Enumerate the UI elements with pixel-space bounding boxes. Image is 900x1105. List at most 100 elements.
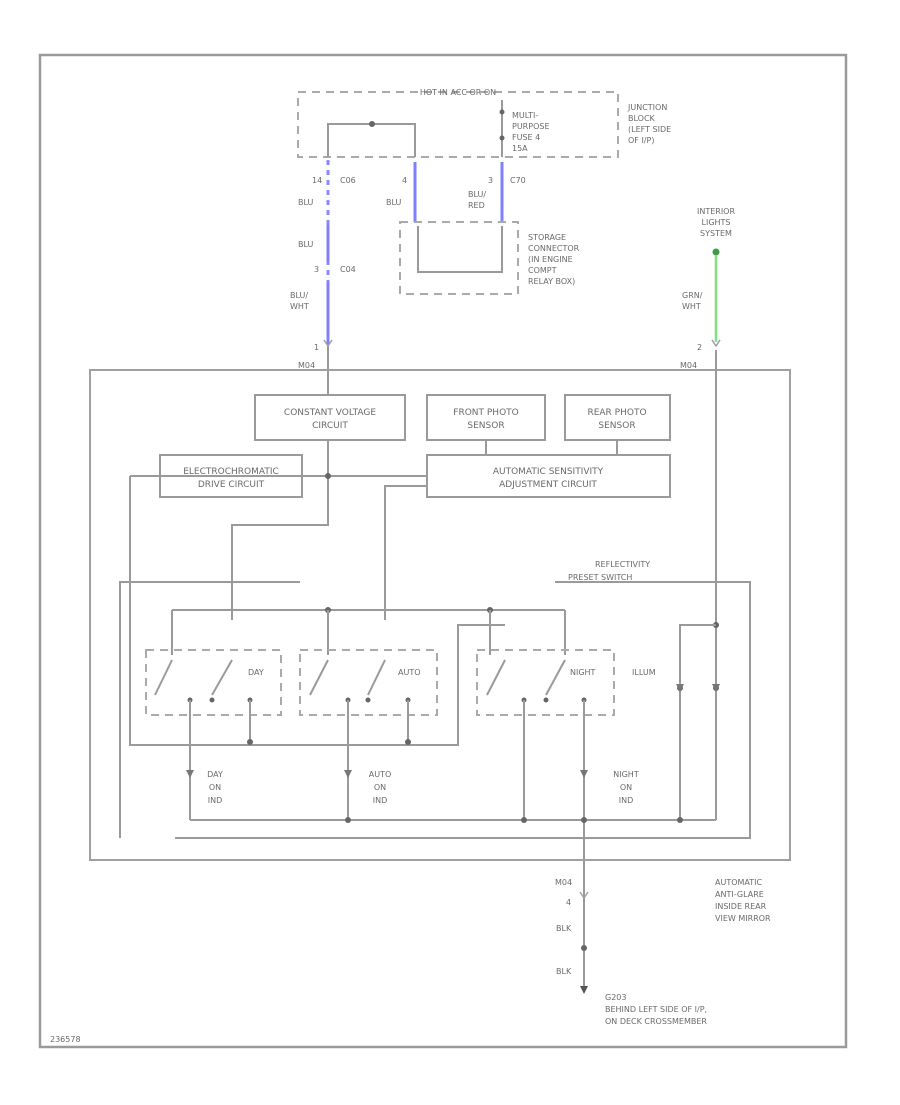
constant-voltage-box: [254, 394, 406, 441]
bus-splice-illum: [677, 817, 683, 823]
auto-ind-2: ON: [374, 783, 386, 792]
day-switch: DAY: [145, 649, 282, 716]
bus-splice-ground: [581, 817, 587, 823]
night-switch: NIGHT: [476, 649, 615, 716]
bus-splice-auto: [345, 817, 351, 823]
pin-2: 2: [697, 343, 702, 352]
night-led-icon: [580, 770, 588, 778]
rear-photo-sensor: REAR PHOTO SENSOR: [564, 394, 671, 441]
junction-internal-wire: [327, 123, 416, 157]
switch-title-2: PRESET SWITCH: [568, 573, 632, 582]
night-ind-3: IND: [619, 796, 634, 805]
wire-blk-1: BLK: [556, 924, 572, 933]
ground-splice: [581, 945, 587, 951]
fuse-label-3: FUSE 4: [512, 133, 540, 142]
rear-photo-label-1: REAR PHOTO: [587, 408, 646, 418]
front-photo-label-2: SENSOR: [467, 421, 504, 431]
night-switch-outline: [476, 649, 615, 716]
junction-label-2: BLOCK: [628, 114, 656, 123]
junction-block-outline: [297, 91, 619, 158]
pin-14: 14: [312, 176, 322, 185]
junction-label-1: JUNCTION: [627, 103, 667, 112]
fuse-label-4: 15A: [512, 144, 528, 153]
illum-loop-wire: [679, 624, 716, 820]
cv-to-day-switch: [231, 440, 329, 620]
mirror-label-4: VIEW MIRROR: [715, 914, 771, 923]
connector-c06: C06: [340, 176, 356, 185]
day-switch-blade-a: [154, 659, 173, 696]
junction-splice: [369, 121, 375, 127]
ground-label-3: ON DECK CROSSMEMBER: [605, 1017, 707, 1026]
wire-grn-wht-2: WHT: [682, 302, 701, 311]
wire-blu-red-2: RED: [468, 201, 485, 210]
ground-label-2: BEHIND LEFT SIDE OF I/P,: [605, 1005, 707, 1014]
auto-switch-blade-b: [367, 659, 386, 696]
auto-ind-3: IND: [373, 796, 388, 805]
auto-return-splice: [405, 739, 411, 745]
day-led-icon: [186, 770, 194, 778]
storage-connector-outline: [399, 221, 519, 295]
interior-lights-label-3: SYSTEM: [700, 229, 732, 238]
interior-lights-label-2: LIGHTS: [702, 218, 731, 227]
night-contact-2: [543, 697, 549, 703]
day-return-splice: [247, 739, 253, 745]
switch-outline-left: [119, 581, 300, 838]
fuse-terminal-top: [499, 109, 505, 115]
night-ind-1: NIGHT: [613, 770, 639, 779]
mirror-label-3: INSIDE REAR: [715, 902, 767, 911]
interior-lights-label-1: INTERIOR: [697, 207, 736, 216]
electrochromatic-label-2: DRIVE CIRCUIT: [198, 480, 265, 490]
day-switch-label: DAY: [248, 668, 264, 677]
junction-label-3: (LEFT SIDE: [628, 125, 671, 134]
day-switch-blade-b: [211, 659, 233, 696]
front-photo-sensor: FRONT PHOTO SENSOR: [426, 394, 546, 441]
drive-return-wire: [129, 476, 505, 746]
junction-label-4: OF I/P): [628, 136, 654, 145]
storage-label-1: STORAGE: [528, 233, 566, 242]
storage-label-3: (IN ENGINE: [528, 255, 573, 264]
auto-led-icon: [344, 770, 352, 778]
auto-sensitivity-label-2: ADJUSTMENT CIRCUIT: [499, 480, 597, 490]
day-switch-outline: [145, 649, 282, 716]
rear-photo-label-2: SENSOR: [598, 421, 635, 431]
mirror-label-1: AUTOMATIC: [715, 878, 763, 887]
switch-outline-right: [175, 581, 751, 839]
wire-blu-wht-2: WHT: [290, 302, 309, 311]
storage-label-2: CONNECTOR: [528, 244, 580, 253]
night-switch-blade-a: [486, 659, 506, 696]
ground-icon: [580, 986, 588, 994]
hot-in-acc-label: HOT IN ACC OR ON: [420, 88, 496, 97]
mirror-label-2: ANTI-GLARE: [715, 890, 764, 899]
pin-1: 1: [314, 343, 319, 352]
ground-connector-chevron: [579, 891, 589, 900]
bus-splice-night: [521, 817, 527, 823]
diagram-frame: [38, 53, 848, 1049]
mirror-connector-left: M04: [298, 361, 315, 370]
ground-pin-label: 4: [566, 898, 571, 907]
fuse-label-2: PURPOSE: [512, 122, 550, 131]
rear-photo-box: [564, 394, 671, 441]
auto-sensitivity-label-1: AUTOMATIC SENSITIVITY: [493, 467, 604, 477]
wire-grn-wht-1: GRN/: [682, 291, 703, 300]
ground-label-1: G203: [605, 993, 626, 1002]
auto-sensitivity-circuit: AUTOMATIC SENSITIVITY ADJUSTMENT CIRCUIT: [426, 454, 671, 498]
auto-sensitivity-box: [426, 454, 671, 498]
auto-switch-blade-a: [309, 659, 329, 696]
switch-title-1: REFLECTIVITY: [595, 560, 650, 569]
internal-wiring: [129, 350, 719, 820]
ground-circuit: M04 4 BLK BLK G203 BEHIND LEFT SIDE OF I…: [555, 860, 707, 1026]
ground-connector-label: M04: [555, 878, 572, 887]
pin-3: 3: [314, 265, 319, 274]
day-ind-3: IND: [208, 796, 223, 805]
connector-chevron-right: [711, 339, 721, 348]
wire-blu-top: BLU: [298, 198, 314, 207]
night-ind-2: ON: [620, 783, 632, 792]
wire-blu-wht-1: BLU/: [290, 291, 308, 300]
fuse-label-1: MULTI-: [512, 111, 538, 120]
interior-lights-terminal: [712, 248, 720, 256]
fuse-terminal-bottom: [499, 135, 505, 141]
day-ind-1: DAY: [207, 770, 223, 779]
connector-c04: C04: [340, 265, 356, 274]
